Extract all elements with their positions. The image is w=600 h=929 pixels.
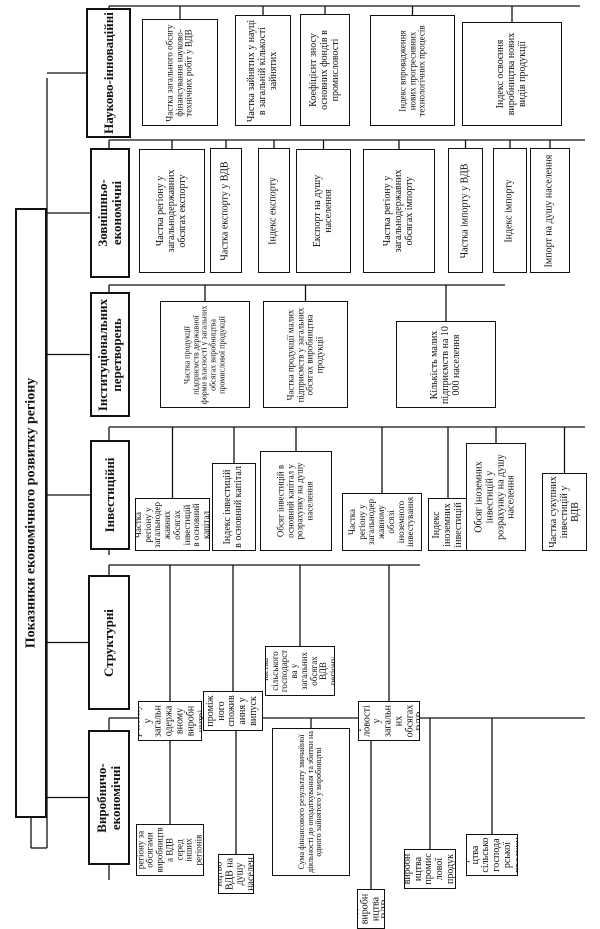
group-5-item-1-label: Частка зайнятих у науці в загальній кіль…	[245, 19, 279, 122]
group-0-item-3: Індекс виробництва ВДВ	[357, 889, 385, 929]
group-0-item-2: Сума фінансового результату звичайної ді…	[272, 728, 350, 876]
group-4-box-label: Зовнішньо-економічні	[94, 179, 124, 247]
group-2-item-4: Індекс іноземних інвестицій	[428, 498, 468, 551]
group-5-item-2-label: Коефіцієнт зносу основних фондів в проми…	[307, 30, 341, 110]
group-5-item-4-label: Індекс освоєння виробництва нових видів …	[494, 32, 528, 116]
group-0-box-label: Виробничо-економічні	[93, 762, 123, 833]
group-5-item-3: Індекс впровадження нових прогресивних т…	[370, 15, 455, 126]
group-3-item-2: Кількість малих підприємств на 10 000 на…	[396, 321, 496, 408]
group-4-item-6: Індекс імпорту	[493, 148, 527, 273]
group-1-box: Структурні	[88, 575, 130, 710]
group-3-item-1: Частка продукції малих підприємств у заг…	[263, 301, 348, 408]
group-4-item-0: Частка регіону у загальнодержавних обсяг…	[139, 149, 205, 273]
group-0-item-0: Місце регіону за обсягами виробництва ВД…	[136, 824, 204, 876]
group-2-item-2-label: Обсяг інвестицій в основний капітал у ро…	[275, 462, 315, 540]
group-2-item-0: Частка регіону у загальнодержавних обсяг…	[135, 498, 210, 551]
group-5-item-1: Частка зайнятих у науці в загальній кіль…	[235, 15, 291, 126]
group-1-item-0: Частка регіону у загальнодержавному виро…	[138, 701, 202, 741]
group-4-item-7-label: Імпорт на душу населення	[543, 154, 555, 267]
group-1-item-0-label: Частка регіону у загальнодержавному виро…	[138, 705, 202, 737]
group-3-box-label: Інституціональних перетворень	[94, 298, 124, 411]
group-4-item-5-label: Частка імпорту у ВДВ	[459, 163, 471, 258]
group-0-item-1-label: Виробництво ВДВ на душу населення	[218, 857, 254, 891]
group-3-item-0-label: Частка продукції підприємств державної ф…	[182, 305, 226, 404]
group-0-item-4-label: Індекс виробництва промислової продукції	[404, 853, 456, 885]
group-1-item-1-label: Частка проміжного споживання у випуску	[203, 695, 262, 727]
group-2-item-5-label: Обсяг іноземних інвестицій у розрахунку …	[473, 454, 517, 540]
group-2-box: Інвестиційні	[90, 440, 130, 550]
group-2-item-3-label: Частка регіону у загальнодержавному обся…	[346, 497, 416, 547]
group-4-box: Зовнішньо-економічні	[90, 148, 130, 278]
group-5-item-0: Частка загального обсягу фінансування на…	[142, 19, 218, 126]
group-1-item-1: Частка проміжного споживання у випуску	[203, 691, 263, 731]
group-2-item-1: Індекс інвестицій в основний капітал	[212, 463, 256, 551]
group-2-item-5: Обсяг іноземних інвестицій у розрахунку …	[466, 443, 526, 551]
group-1-item-2: Частка сільського господарства у загальн…	[265, 646, 335, 696]
root-title: Показники економічного розвитку регіону	[23, 377, 39, 649]
group-0-item-2-label: Сума фінансового результату звичайної ді…	[297, 731, 324, 873]
group-0-item-4: Індекс виробництва промислової продукції	[404, 849, 456, 889]
group-1-item-3: Частка промисловості у загальних обсягах…	[358, 701, 420, 741]
group-2-box-label: Інвестиційні	[101, 457, 117, 533]
group-4-item-0-label: Частка регіону у загальнодержавних обсяг…	[154, 169, 188, 253]
group-4-item-3-label: Експорт на душу населення	[311, 174, 334, 248]
group-4-item-2: Індекс експорту	[258, 148, 290, 273]
group-4-item-4-label: Частка регіону у загальнодержавних обсяг…	[381, 169, 415, 253]
root-title-box: Показники економічного розвитку регіону	[15, 208, 47, 818]
group-2-item-1-label: Індекс інвестицій в основний капітал	[222, 466, 244, 548]
group-4-item-4: Частка регіону у загальнодержавних обсяг…	[363, 149, 435, 273]
group-3-item-2-label: Кількість малих підприємств на 10 000 на…	[428, 325, 462, 404]
group-5-box-label: Науково-інноваційні	[100, 12, 116, 134]
group-0-item-0-label: Місце регіону за обсягами виробництва ВД…	[136, 827, 204, 873]
group-2-item-2: Обсяг інвестицій в основний капітал у ро…	[260, 451, 332, 551]
group-2-item-0-label: Частка регіону у загальнодержавних обсяг…	[135, 501, 210, 548]
group-5-item-2: Коефіцієнт зносу основних фондів в проми…	[300, 14, 350, 126]
group-4-item-5: Частка імпорту у ВДВ	[448, 148, 483, 273]
group-5-item-3-label: Індекс впровадження нових прогресивних т…	[396, 24, 427, 117]
group-2-item-6: Частка сукупних інвестицій у ВДВ	[542, 473, 587, 551]
group-2-item-6-label: Частка сукупних інвестицій у ВДВ	[547, 476, 580, 548]
group-5-item-0-label: Частка загального обсягу фінансування на…	[164, 23, 194, 122]
group-4-item-1: Частка експорту у ВДВ	[210, 148, 242, 273]
group-1-box-label: Структурні	[100, 608, 116, 677]
indicators-diagram: Показники економічного розвитку регіону …	[15, 5, 587, 929]
group-4-item-6-label: Індекс імпорту	[503, 178, 515, 243]
group-1-item-3-label: Частка промисловості у загальних обсягах…	[359, 704, 420, 738]
group-0-item-1: Виробництво ВДВ на душу населення	[218, 854, 254, 894]
group-1-item-2-label: Частка сільського господарства у загальн…	[265, 649, 335, 693]
group-5-item-4: Індекс освоєння виробництва нових видів …	[462, 22, 562, 126]
group-5-box: Науково-інноваційні	[86, 8, 131, 138]
group-0-item-5: Індекс виробництва сільськогосподарської…	[466, 834, 518, 876]
group-3-item-0: Частка продукції підприємств державної ф…	[160, 301, 250, 408]
group-2-item-3: Частка регіону у загальнодержавному обся…	[342, 493, 422, 551]
group-0-box: Виробничо-економічні	[88, 730, 130, 865]
group-4-item-1-label: Частка експорту у ВДВ	[219, 160, 231, 261]
group-4-item-2-label: Індекс експорту	[267, 176, 279, 245]
group-4-item-7: Імпорт на душу населення	[530, 148, 570, 273]
group-4-item-3: Експорт на душу населення	[296, 149, 351, 273]
group-3-box: Інституціональних перетворень	[90, 292, 130, 417]
group-3-item-1-label: Частка продукції малих підприємств у заг…	[285, 307, 325, 402]
group-2-item-4-label: Індекс іноземних інвестицій	[430, 501, 464, 548]
group-0-item-3-label: Індекс виробництва ВДВ	[357, 893, 385, 925]
group-0-item-5-label: Індекс виробництва сільськогосподарської…	[467, 837, 518, 873]
